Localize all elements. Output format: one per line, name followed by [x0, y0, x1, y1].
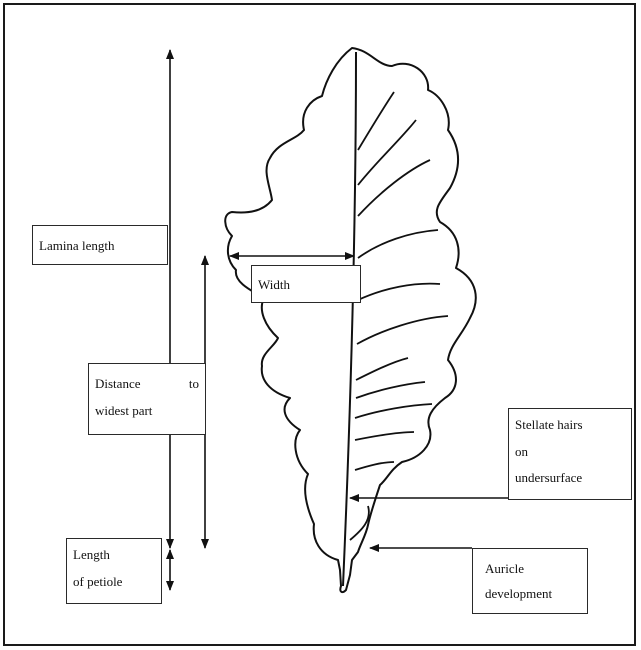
width-label: Width [251, 265, 361, 303]
leaf-veins [355, 92, 448, 470]
distance-to-widest-part-label: Distance to widest part [88, 363, 206, 435]
auricle-development-label: Auricle development [472, 548, 588, 614]
lamina-length-label: Lamina length [32, 225, 168, 265]
leaf-midrib [343, 52, 356, 586]
leaf-outline [225, 48, 476, 592]
stellate-hairs-label: Stellate hairs on undersurface [508, 408, 632, 500]
length-of-petiole-label: Length of petiole [66, 538, 162, 604]
auricle-lobe [350, 506, 369, 540]
